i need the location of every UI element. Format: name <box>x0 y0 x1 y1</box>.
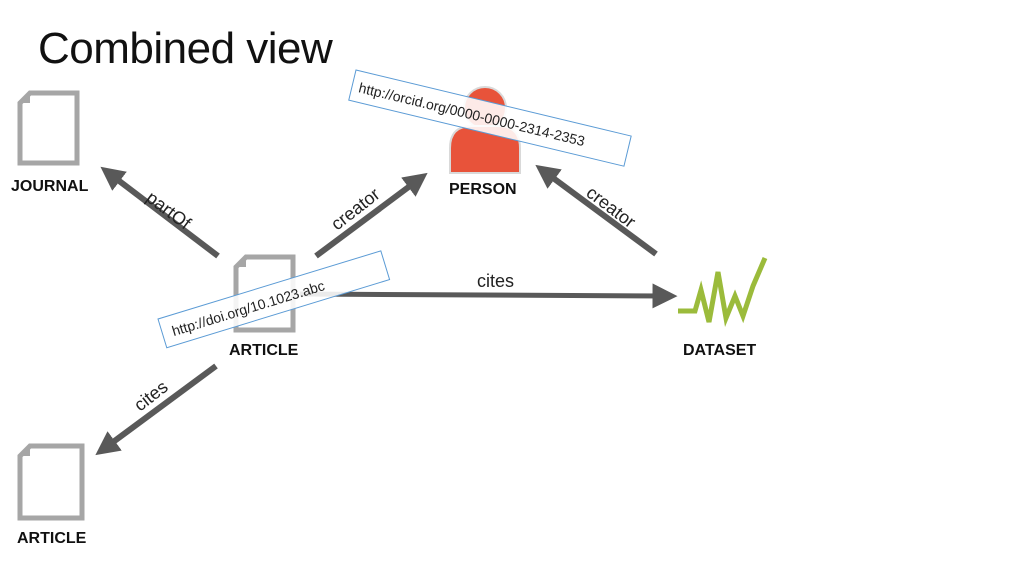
person-label: PERSON <box>449 181 517 198</box>
arrow-cites-dataset <box>299 283 678 309</box>
person-uri-box <box>348 69 632 167</box>
arrow-article-creator <box>314 172 428 259</box>
dataset-chart-icon <box>678 257 768 327</box>
arrow-dataset-creator <box>535 164 658 257</box>
article-cited-node: ARTICLE <box>17 443 87 547</box>
article-uri-box <box>157 250 391 349</box>
article-cited-label: ARTICLE <box>17 530 87 547</box>
edge-label-cites-dataset: cites <box>477 271 514 291</box>
journal-label: JOURNAL <box>11 178 89 195</box>
document-icon <box>17 90 80 166</box>
arrow-cites-article <box>95 363 218 456</box>
document-icon <box>17 443 85 521</box>
dataset-node: DATASET <box>678 257 768 359</box>
article-main-label: ARTICLE <box>229 342 299 359</box>
arrow-partof <box>100 166 220 259</box>
slide-title: Combined view <box>38 24 333 73</box>
journal-node: JOURNAL <box>11 90 89 195</box>
edge-label-partof: partOf <box>143 187 196 234</box>
dataset-label: DATASET <box>683 342 756 359</box>
edge-label-cites-article: cites <box>130 377 171 416</box>
